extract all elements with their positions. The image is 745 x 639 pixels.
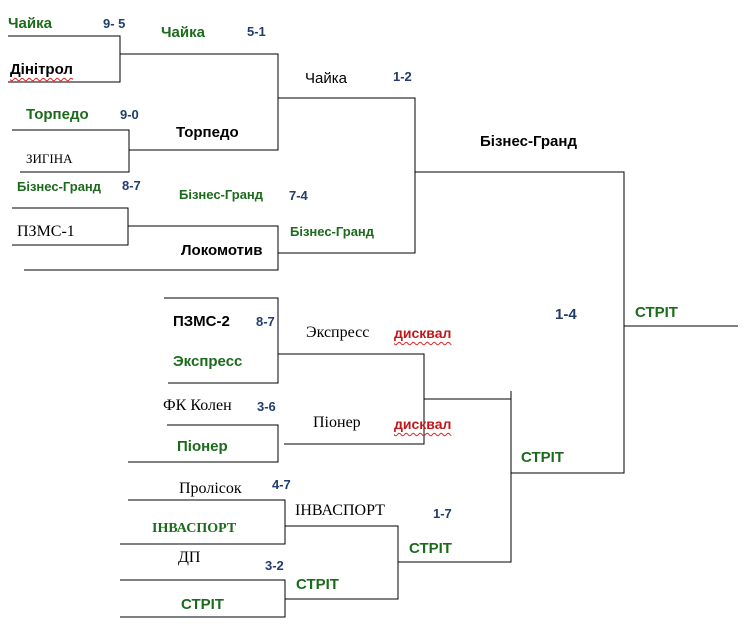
team-label: СТРІТ <box>181 596 224 613</box>
team-label: Бізнес-Гранд <box>290 224 375 239</box>
team-label: СТРІТ <box>296 576 339 593</box>
team-label: ПЗМС-2 <box>173 313 230 330</box>
team-label: СТРІТ <box>521 449 564 466</box>
team-label: ФК Колен <box>163 397 232 414</box>
team-label: СТРІТ <box>409 540 452 557</box>
score-label: 9-0 <box>120 107 139 122</box>
team-label: Піонер <box>313 414 361 431</box>
bracket-line <box>164 297 279 384</box>
disqualified-label: дисквал <box>394 325 452 341</box>
team-label: Чайка <box>305 70 347 87</box>
bracket-line <box>24 225 279 271</box>
team-label: Экспресс <box>173 353 243 370</box>
team-label: Экспресс <box>306 324 370 341</box>
bracket-line <box>120 53 279 151</box>
bracket-line <box>278 97 416 254</box>
team-label: Бізнес-Гранд <box>480 133 577 150</box>
bracket-line <box>8 35 121 83</box>
bracket-line <box>285 525 399 600</box>
champion-label: СТРІТ <box>635 304 678 321</box>
score-label: 1-7 <box>433 506 452 521</box>
score-label: 9- 5 <box>103 16 126 31</box>
team-label: Піонер <box>177 438 228 455</box>
team-label: ІНВАСПОРТ <box>295 502 385 519</box>
disqualified-label: дисквал <box>394 416 452 432</box>
bracket-line <box>415 171 625 474</box>
team-label: Чайка <box>8 15 52 32</box>
team-label: Пролісок <box>179 480 242 497</box>
team-label: Чайка <box>161 24 205 41</box>
team-label: ЗИГІНА <box>26 151 73 166</box>
bracket-line <box>398 398 512 563</box>
team-label: Бізнес-Гранд <box>17 179 102 194</box>
team-label: ПЗМС-1 <box>17 223 75 240</box>
score-label: 3-6 <box>257 399 276 414</box>
team-label: Дінітрол <box>10 61 73 78</box>
score-label: 5-1 <box>247 24 266 39</box>
team-label: Торпедо <box>176 124 239 141</box>
score-label: 1-2 <box>393 69 412 84</box>
score-label: 4-7 <box>272 477 291 492</box>
bracket-line <box>128 424 279 463</box>
bracket-line <box>12 129 130 173</box>
score-label: 8-7 <box>122 178 141 193</box>
bracket-line <box>120 579 286 618</box>
team-label: ІНВАСПОРТ <box>152 521 237 536</box>
score-label: 7-4 <box>289 188 308 203</box>
score-label: 3-2 <box>265 558 284 573</box>
team-label: ДП <box>178 549 201 566</box>
score-label: 1-4 <box>555 306 577 323</box>
score-label: 8-7 <box>256 314 275 329</box>
team-label: Торпедо <box>26 106 89 123</box>
team-label: Локомотив <box>181 242 263 259</box>
bracket-line <box>120 499 286 545</box>
team-label: Бізнес-Гранд <box>179 187 264 202</box>
